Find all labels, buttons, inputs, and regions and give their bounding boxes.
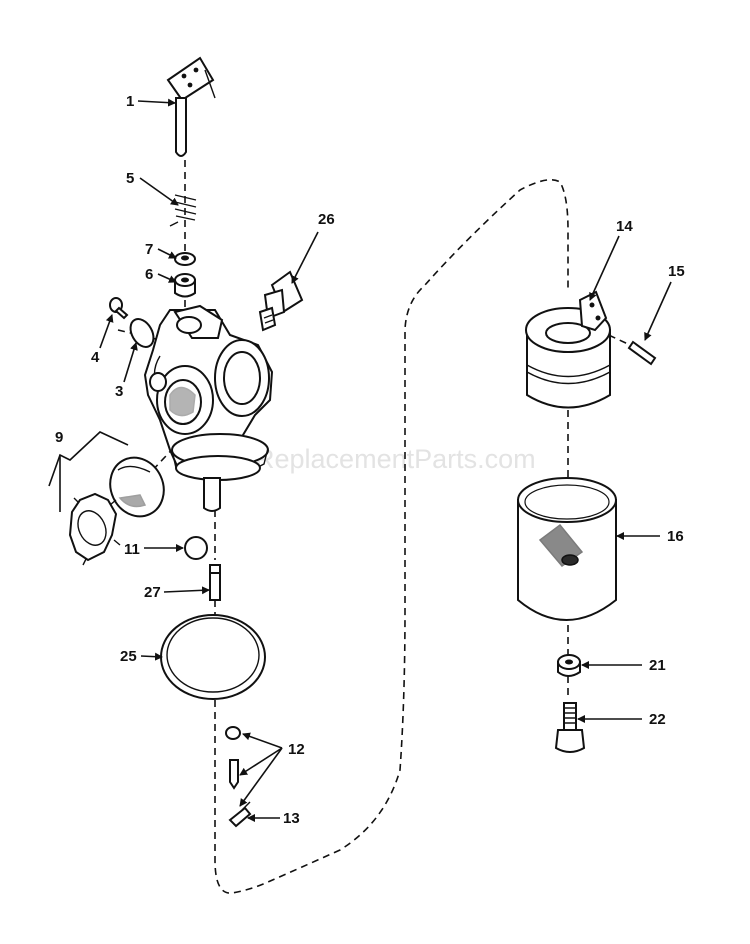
- part-14-float: [525, 290, 611, 409]
- callout-5: 5: [126, 170, 134, 187]
- part-25-gasket: [160, 614, 266, 700]
- callout-6: 6: [145, 266, 153, 283]
- part-27-nozzle: [209, 564, 221, 601]
- callout-22: 22: [649, 711, 666, 728]
- callout-26: 26: [318, 211, 335, 228]
- part-7-washer: [174, 252, 196, 266]
- part-6-seal: [174, 273, 196, 298]
- leader-lines: [48, 98, 672, 822]
- callout-1: 1: [126, 93, 134, 110]
- part-26-fitting: [258, 270, 304, 332]
- part-11-ball: [184, 536, 208, 560]
- callout-14: 14: [616, 218, 633, 235]
- callout-16: 16: [667, 528, 684, 545]
- callout-15: 15: [668, 263, 685, 280]
- part-9-primer-bulb: [109, 456, 165, 518]
- carburetor-body: [143, 304, 274, 512]
- part-12-pieces: [225, 726, 241, 790]
- watermark: eReplacementParts.com: [240, 444, 536, 474]
- callout-21: 21: [649, 657, 666, 674]
- callout-25: 25: [120, 648, 137, 665]
- callout-11: 11: [124, 541, 140, 558]
- callout-9: 9: [55, 429, 63, 446]
- part-15-pin: [627, 340, 657, 366]
- part-5-spring: [169, 194, 197, 227]
- callout-12: 12: [288, 741, 305, 758]
- callout-7: 7: [145, 241, 153, 258]
- part-4-screw: [109, 297, 129, 320]
- callout-4: 4: [91, 349, 100, 366]
- callout-3: 3: [115, 383, 123, 400]
- part-3-throttle-plate: [129, 318, 155, 348]
- callout-13: 13: [283, 810, 300, 827]
- part-9-retainer-ring: [68, 492, 121, 566]
- callout-27: 27: [144, 584, 161, 601]
- part-16-float-bowl: [517, 477, 617, 621]
- part-21-washer: [557, 654, 581, 677]
- part-1-throttle-shaft: [166, 56, 216, 157]
- part-22-bowl-nut: [554, 702, 586, 753]
